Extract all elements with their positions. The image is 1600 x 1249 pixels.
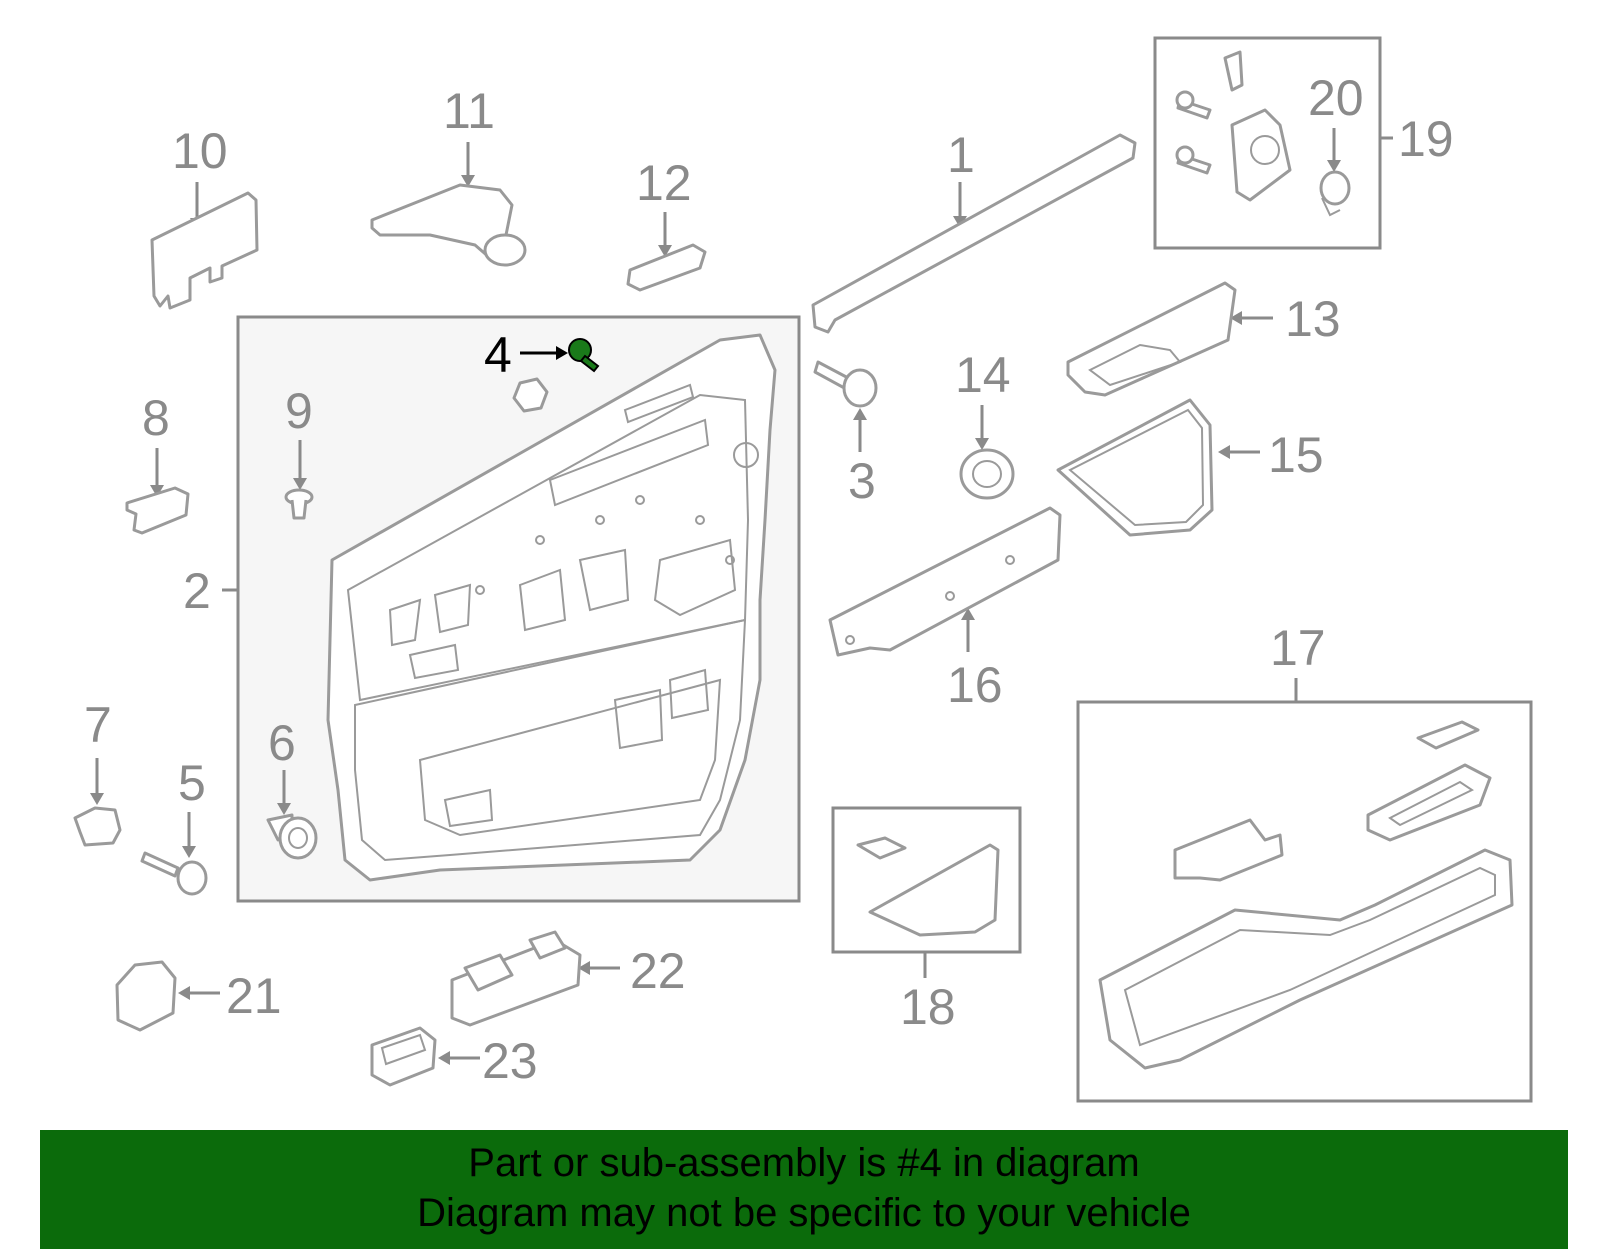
callout-23: 23 <box>482 1033 538 1089</box>
callout-21: 21 <box>226 968 282 1024</box>
callout-18: 18 <box>900 979 956 1035</box>
box-19-parts <box>1175 50 1351 217</box>
box-17-parts <box>1098 720 1514 1070</box>
weatherstrip-part-1 <box>811 133 1137 334</box>
callout-8: 8 <box>142 390 170 446</box>
callout-4: 4 <box>484 327 512 383</box>
insert-part-15 <box>1056 398 1214 537</box>
clip-part-9 <box>284 488 314 520</box>
cover-part-12 <box>626 243 707 292</box>
callout-11: 11 <box>443 83 495 139</box>
callout-3: 3 <box>848 453 876 509</box>
callout-6: 6 <box>268 715 296 771</box>
callout-13: 13 <box>1285 291 1341 347</box>
trim-strip-part-16 <box>828 506 1062 657</box>
callout-10: 10 <box>172 123 228 179</box>
callout-2: 2 <box>183 563 211 619</box>
switch-part-21 <box>115 960 177 1032</box>
grommet-part-6 <box>266 813 318 860</box>
callout-20: 20 <box>1308 70 1364 126</box>
callout-14: 14 <box>955 347 1011 403</box>
callout-17: 17 <box>1270 620 1326 676</box>
callout-16: 16 <box>947 657 1003 713</box>
switch-part-22 <box>450 930 582 1027</box>
hex-nut-part <box>512 377 549 413</box>
callout-7: 7 <box>84 697 112 753</box>
screw-part-4 <box>568 338 600 373</box>
info-banner: Part or sub-assembly is #4 in diagram Di… <box>40 1130 1568 1249</box>
grommet-part-14 <box>959 448 1015 500</box>
callout-1: 1 <box>947 127 975 183</box>
callout-5: 5 <box>178 755 206 811</box>
callout-9: 9 <box>285 383 313 439</box>
bolt-part-3 <box>813 360 878 408</box>
bolt-part-5 <box>140 851 208 896</box>
trim-clip-part-8 <box>125 486 190 535</box>
callout-19: 19 <box>1398 111 1454 167</box>
handle-bracket-part-11 <box>370 183 527 267</box>
banner-line-2: Diagram may not be specific to your vehi… <box>417 1191 1191 1235</box>
switch-part-23 <box>370 1026 437 1087</box>
box-18-parts <box>856 836 1000 937</box>
door-trim-panel-drawing <box>326 333 777 882</box>
callout-15: 15 <box>1268 427 1324 483</box>
bracket-part-10 <box>150 191 259 310</box>
banner-line-1: Part or sub-assembly is #4 in diagram <box>468 1141 1140 1185</box>
bezel-part-13 <box>1066 281 1237 397</box>
callout-22: 22 <box>630 943 686 999</box>
clip-part-7 <box>73 806 122 847</box>
callout-12: 12 <box>636 155 692 211</box>
